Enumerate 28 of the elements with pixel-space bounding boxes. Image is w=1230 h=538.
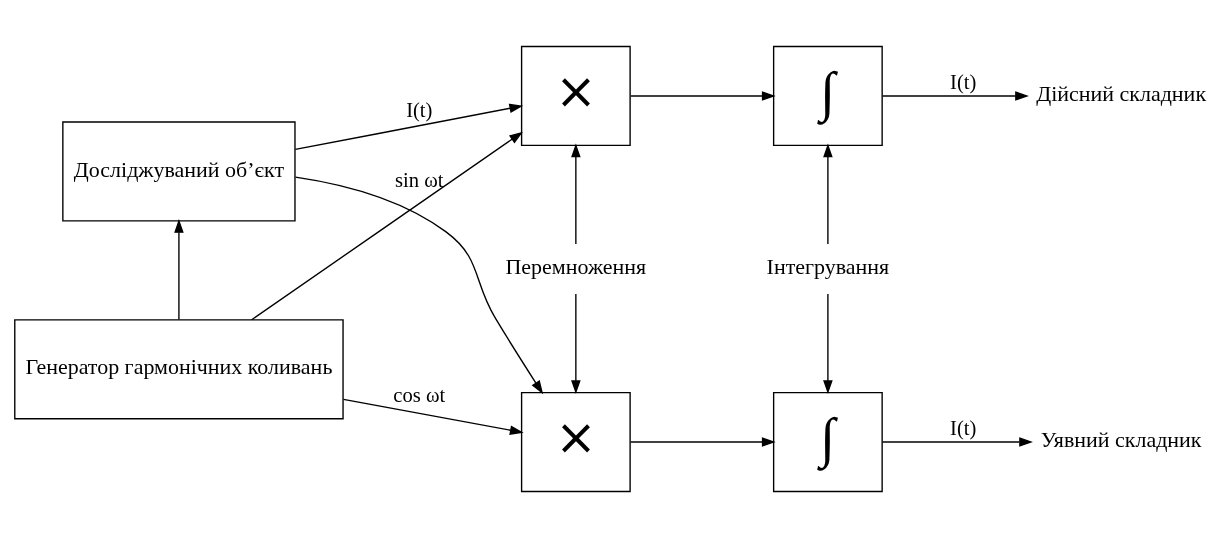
- node-box: ∫: [772, 45, 883, 147]
- arrow: [881, 91, 1029, 101]
- arrow: [881, 437, 1033, 447]
- arrow: [571, 293, 581, 395]
- arrow: [294, 103, 524, 151]
- arrow: [294, 176, 544, 395]
- node-text: Дійсний складник: [1036, 81, 1207, 107]
- arrow: [630, 437, 776, 447]
- edge-label: I(t): [406, 98, 433, 121]
- arrow: [342, 398, 524, 435]
- node-text: Перемноження: [505, 254, 647, 280]
- arrow: [571, 143, 581, 245]
- arrow: [823, 293, 833, 395]
- arrow: [251, 131, 523, 321]
- arrow: [823, 143, 833, 245]
- edge-label: I(t): [950, 71, 977, 94]
- edge-label: cos ωt: [393, 384, 446, 407]
- node-text: Інтегрування: [766, 254, 890, 280]
- node-box: ×: [520, 391, 631, 493]
- node-box: Генератор гармонічних коливань: [14, 319, 344, 420]
- node-text: Уявний складник: [1040, 427, 1202, 453]
- node-box: ×: [520, 45, 631, 147]
- node-box: Досліджуваний об’єкт: [62, 121, 296, 222]
- arrow: [174, 219, 184, 321]
- edge-label: sin ωt: [395, 168, 444, 191]
- edge-label: I(t): [950, 417, 977, 440]
- arrow: [630, 91, 776, 101]
- node-box: ∫: [772, 391, 883, 493]
